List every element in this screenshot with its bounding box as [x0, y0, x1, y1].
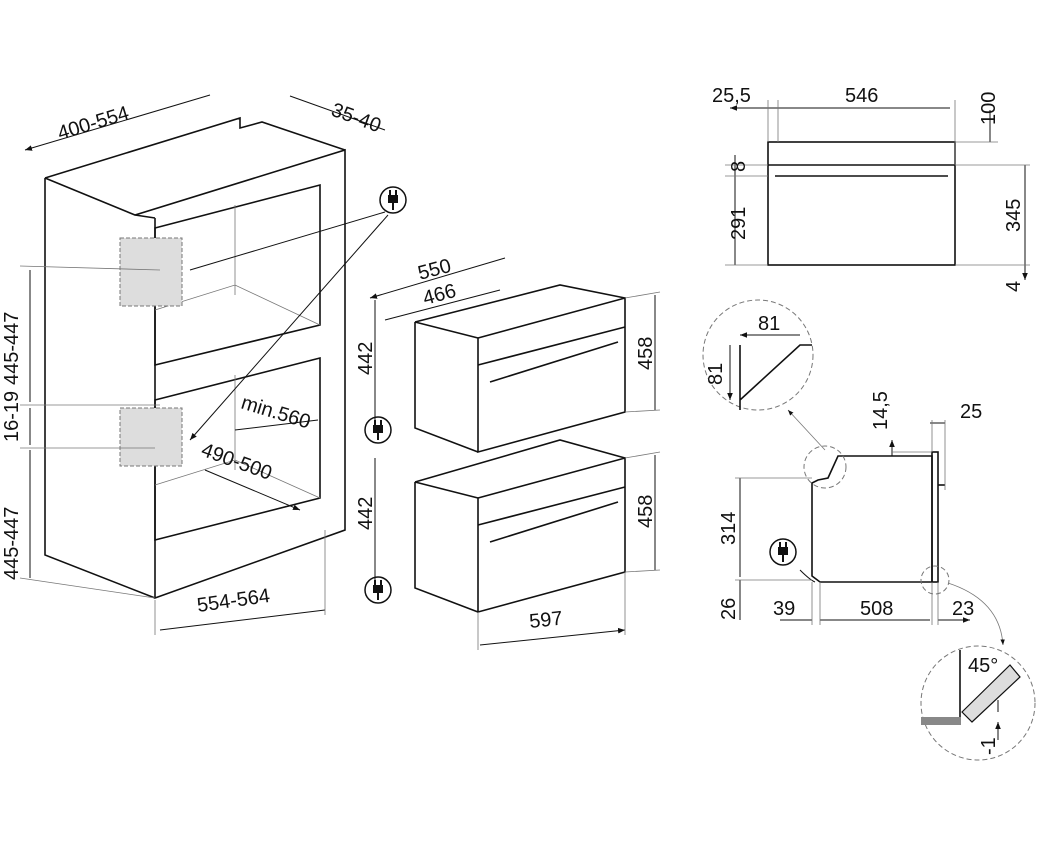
dim-door: 25: [960, 401, 982, 423]
dim-top: 100: [978, 92, 1000, 125]
dim-back: 39: [773, 598, 795, 620]
socket-area-lower: [119, 407, 183, 467]
dim-inner-depth: 490-500: [198, 439, 275, 485]
dim-gap-front: 8: [728, 161, 750, 172]
dim-side: 25,5: [712, 85, 751, 107]
dim-niche-width: 554-564: [196, 585, 272, 617]
dim-gap: 16-19: [1, 391, 23, 442]
dim-top-gap: 14,5: [870, 391, 892, 430]
dim-upper-body-height: 442: [355, 342, 377, 375]
dim-front-width: 546: [845, 85, 878, 107]
dim-detail-height: 81: [705, 363, 727, 385]
dim-bottom: 4: [1003, 281, 1025, 292]
dim-lower-body-height: 442: [355, 497, 377, 530]
socket-area-upper: [119, 237, 183, 307]
dim-min-depth: min.560: [239, 392, 313, 434]
dim-upper-front-height: 458: [635, 337, 657, 370]
plug-icon: [379, 186, 407, 214]
plug-icon: [364, 416, 392, 444]
dim-oven-width: 597: [528, 608, 563, 633]
detail-bottom-corner: 45° -1: [920, 645, 1036, 761]
niche-cabinet: [44, 116, 407, 600]
niche-dimensions: 400-554 35-40 445-447 16-19 445-447 min.…: [1, 94, 386, 635]
plug-icon: [364, 576, 392, 604]
dim-lower-height: 445-447: [1, 507, 23, 580]
dim-body-depth: 466: [421, 280, 459, 310]
oven-dimensions: 550 466 442 458 442 458 597: [355, 255, 661, 650]
dim-side-height: 314: [718, 512, 740, 545]
dim-detail-width: 81: [758, 313, 780, 335]
dim-total-height: 345: [1003, 199, 1025, 232]
dim-angle: 45°: [968, 655, 998, 677]
dim-niche-depth: 400-554: [55, 102, 132, 145]
dim-offset: 35-40: [328, 99, 384, 137]
dim-side-depth: 508: [860, 598, 893, 620]
front-view: 25,5 546 100 8 291 345 4: [712, 85, 1030, 292]
detail-top-corner: 81 81: [702, 299, 826, 451]
dim-upper-height: 445-447: [1, 312, 23, 385]
dim-lower-front-height: 458: [635, 495, 657, 528]
dim-front: 23: [952, 598, 974, 620]
dim-offset-bottom: -1: [978, 737, 1000, 755]
dim-inner-height: 291: [728, 207, 750, 240]
plug-icon: [769, 538, 797, 566]
dim-side-bottom: 26: [718, 598, 740, 620]
side-view: 14,5 25 314 26 39 508 23: [718, 391, 1005, 646]
oven-lower: [364, 439, 626, 614]
oven-upper: [364, 284, 626, 454]
